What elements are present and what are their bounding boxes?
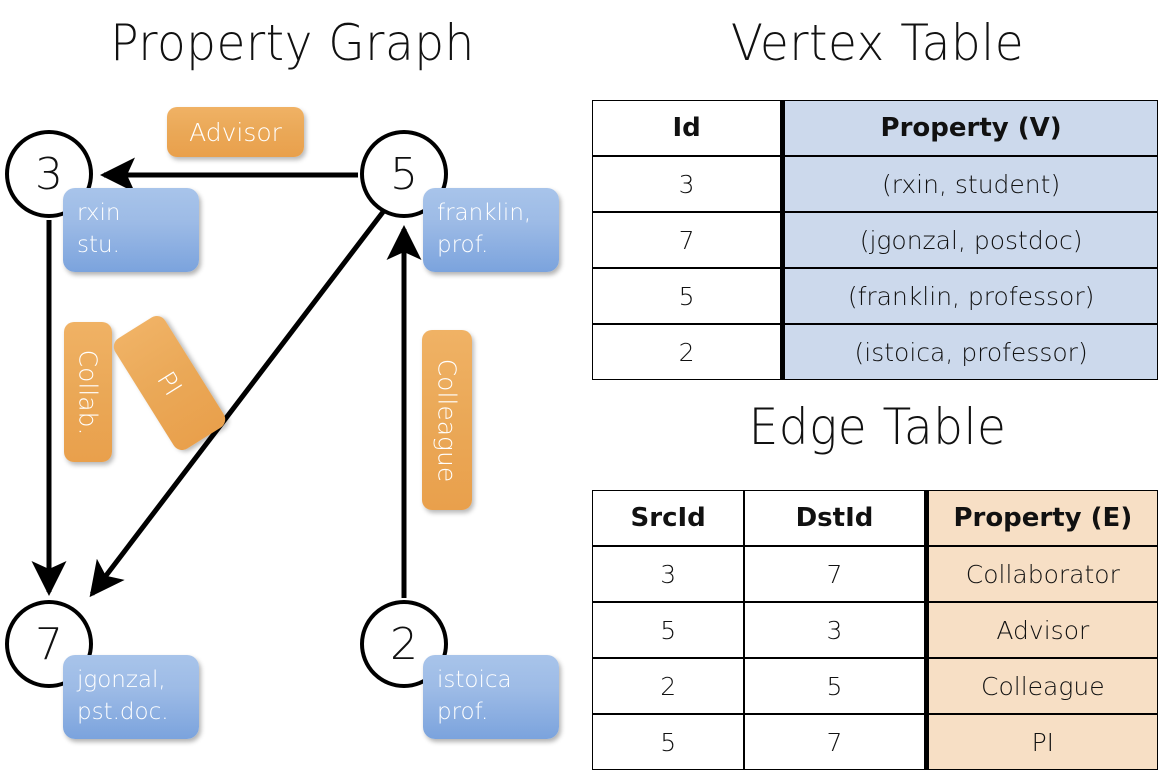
edge-table-cell-srcid: 5 bbox=[592, 714, 745, 770]
vertex-property-role: pst.doc. bbox=[77, 698, 169, 725]
vertex-table: Id Property (V) 3 (rxin, student) 7 (jgo… bbox=[592, 100, 1158, 380]
vertex-table-header-property: Property (V) bbox=[781, 100, 1158, 156]
vertex-property-name: jgonzal, bbox=[77, 667, 166, 693]
table-row: 5 (franklin, professor) bbox=[592, 268, 1158, 324]
table-row: 3 7 Collaborator bbox=[592, 546, 1158, 602]
graph-vertex-2[interactable]: 2 bbox=[360, 600, 448, 688]
edge-table-header-srcid: SrcId bbox=[592, 490, 745, 546]
graph-edge-arrows bbox=[31, 157, 422, 598]
edge-table-header-dstid: DstId bbox=[744, 490, 925, 546]
table-row: 5 3 Advisor bbox=[592, 602, 1158, 658]
vertex-table-cell-property: (franklin, professor) bbox=[781, 268, 1158, 324]
edge-label-colleague: Colleague bbox=[422, 330, 472, 510]
table-row: 2 5 Colleague bbox=[592, 658, 1158, 714]
vertex-table-cell-id: 5 bbox=[592, 268, 782, 324]
vertex-property-role: prof. bbox=[437, 698, 489, 725]
table-row: 3 (rxin, student) bbox=[592, 156, 1158, 212]
page-title-edge-table: Edge Table bbox=[748, 398, 1007, 456]
vertex-table-cell-property: (istoica, professor) bbox=[781, 324, 1158, 380]
edge-table-cell-srcid: 2 bbox=[592, 658, 745, 714]
table-row: 2 (istoica, professor) bbox=[592, 324, 1158, 380]
edge-table-cell-dstid: 5 bbox=[744, 658, 925, 714]
edge-table-cell-property: Advisor bbox=[924, 602, 1158, 658]
table-header-row: SrcId DstId Property (E) bbox=[592, 490, 1158, 546]
table-row: 7 (jgonzal, postdoc) bbox=[592, 212, 1158, 268]
edge-table-cell-property: PI bbox=[924, 714, 1158, 770]
vertex-property-name: rxin bbox=[77, 200, 121, 226]
table-header-row: Id Property (V) bbox=[592, 100, 1158, 156]
edge-arrow-pi bbox=[89, 206, 388, 598]
vertex-property-box-rxin: rxin stu. bbox=[63, 188, 199, 272]
edge-label-text: Collab. bbox=[73, 349, 103, 435]
vertex-property-box-istoica: istoica prof. bbox=[423, 655, 559, 739]
edge-label-text: PI bbox=[151, 365, 188, 401]
edge-table-cell-dstid: 7 bbox=[744, 714, 925, 770]
vertex-table-cell-property: (jgonzal, postdoc) bbox=[781, 212, 1158, 268]
vertex-property-name: istoica bbox=[437, 667, 512, 693]
vertex-table-cell-property: (rxin, student) bbox=[781, 156, 1158, 212]
edge-label-text: Advisor bbox=[189, 117, 282, 147]
vertex-property-role: stu. bbox=[77, 231, 120, 258]
edge-table-cell-srcid: 5 bbox=[592, 602, 745, 658]
edge-table-cell-srcid: 3 bbox=[592, 546, 745, 602]
edge-table-cell-dstid: 3 bbox=[744, 602, 925, 658]
vertex-property-name: franklin, bbox=[437, 200, 532, 226]
vertex-table-cell-id: 7 bbox=[592, 212, 782, 268]
property-graph-diagram: 3 5 7 2 rxin stu. franklin, prof. jgonza… bbox=[0, 0, 585, 760]
edge-table-cell-property: Collaborator bbox=[924, 546, 1158, 602]
edge-label-text: Colleague bbox=[432, 358, 462, 482]
edge-table-cell-dstid: 7 bbox=[744, 546, 925, 602]
vertex-property-role: prof. bbox=[437, 231, 489, 258]
vertex-table-cell-id: 3 bbox=[592, 156, 782, 212]
edge-table-cell-property: Colleague bbox=[924, 658, 1158, 714]
vertex-table-header-id: Id bbox=[592, 100, 782, 156]
vertex-property-box-franklin: franklin, prof. bbox=[423, 188, 559, 272]
graph-vertex-5[interactable]: 5 bbox=[360, 130, 448, 218]
edge-label-collab: Collab. bbox=[64, 322, 112, 462]
edge-table-header-property: Property (E) bbox=[924, 490, 1158, 546]
table-row: 5 7 PI bbox=[592, 714, 1158, 770]
edge-label-advisor: Advisor bbox=[167, 107, 304, 157]
vertex-property-box-jgonzal: jgonzal, pst.doc. bbox=[63, 655, 199, 739]
page-title-vertex-table: Vertex Table bbox=[730, 14, 1025, 72]
edge-table: SrcId DstId Property (E) 3 7 Collaborato… bbox=[592, 490, 1158, 770]
page-title-property-graph: Property Graph bbox=[110, 14, 475, 72]
vertex-table-cell-id: 2 bbox=[592, 324, 782, 380]
